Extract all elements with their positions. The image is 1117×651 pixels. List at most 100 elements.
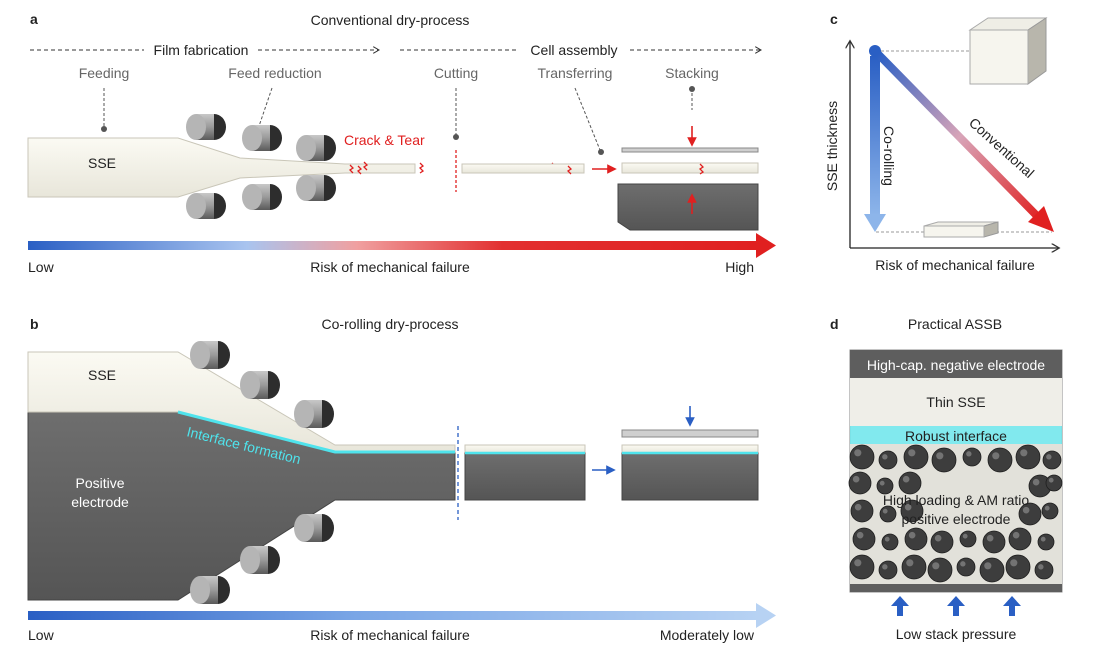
- particle-highlight: [856, 531, 864, 539]
- crack-mark: [698, 163, 705, 175]
- thin-sse-sheet: [923, 221, 999, 238]
- am-particle: [878, 560, 898, 580]
- top-plate-a: [621, 147, 759, 153]
- negative-electrode-label: High-cap. negative electrode: [867, 357, 1045, 373]
- positive-label-1: High loading & AM ratio: [883, 492, 1030, 508]
- co-rolling-arrow-head: [864, 214, 886, 232]
- panel-b-letter: b: [30, 316, 39, 332]
- crack-tear-label: Crack & Tear: [344, 132, 425, 148]
- particle-highlight: [882, 564, 888, 570]
- phase-film-fabrication: Film fabrication: [154, 42, 249, 58]
- am-particle: [979, 557, 1005, 583]
- co-rolling-arrow: [870, 56, 880, 216]
- conventional-label: Conventional: [966, 114, 1037, 181]
- roller: [190, 341, 230, 369]
- am-particle: [1037, 533, 1055, 551]
- roller: [190, 576, 230, 604]
- risk-bar-a: [28, 241, 758, 250]
- current-collector: [850, 584, 1062, 592]
- am-particle: [1008, 527, 1032, 551]
- particle-highlight: [984, 562, 992, 570]
- am-particle: [850, 499, 874, 523]
- sse-label-b: SSE: [88, 367, 116, 383]
- risk-high-a: High: [725, 259, 754, 275]
- risk-end-b: Moderately low: [660, 627, 755, 643]
- am-particle: [1045, 474, 1063, 492]
- am-particle: [849, 554, 875, 580]
- am-particles: [848, 444, 1063, 583]
- particle-highlight: [854, 503, 862, 511]
- crack-mark: [566, 165, 573, 175]
- am-particle: [1034, 560, 1054, 580]
- crack-mark: [348, 164, 355, 174]
- am-particle: [903, 444, 929, 470]
- am-particle: [852, 527, 876, 551]
- particle-highlight: [1010, 559, 1018, 567]
- pressure-arrow: [1003, 596, 1021, 616]
- particle-highlight: [908, 449, 916, 457]
- particle-highlight: [884, 536, 890, 542]
- am-particle: [987, 447, 1013, 473]
- y-axis-label: SSE thickness: [824, 101, 840, 191]
- panel-d-letter: d: [830, 316, 839, 332]
- am-particle: [1042, 450, 1062, 470]
- risk-axis-a: Risk of mechanical failure: [310, 259, 470, 275]
- conventional-arrow-head: [1028, 206, 1054, 232]
- particle-highlight: [936, 452, 944, 460]
- particle-highlight: [962, 533, 968, 539]
- phase-cell-assembly: Cell assembly: [530, 42, 617, 58]
- positive-label-2: positive electrode: [902, 511, 1011, 527]
- cutting-dot: [453, 134, 459, 140]
- roller: [186, 193, 226, 219]
- pressure-arrow: [891, 596, 909, 616]
- particle-highlight: [1038, 564, 1044, 570]
- am-particle: [848, 471, 872, 495]
- pressure-arrow: [947, 596, 965, 616]
- am-particle: [898, 471, 922, 495]
- particle-highlight: [902, 475, 910, 483]
- roller: [242, 184, 282, 210]
- roller: [186, 114, 226, 140]
- rollers-bottom-a: [186, 175, 336, 219]
- conventional-arrow: [875, 51, 1044, 223]
- feeding-dot: [101, 126, 107, 132]
- roller: [240, 371, 280, 399]
- electrode-label-2: electrode: [71, 494, 129, 510]
- step-feeding: Feeding: [79, 65, 130, 81]
- panel-d: d Practical ASSB High-cap. negative elec…: [830, 316, 1063, 642]
- risk-axis-b: Risk of mechanical failure: [310, 627, 470, 643]
- particle-highlight: [960, 561, 966, 567]
- risk-low-b: Low: [28, 627, 55, 643]
- stacking-dot: [689, 86, 695, 92]
- thick-sse-cube: [968, 17, 1048, 85]
- particle-highlight: [854, 449, 862, 457]
- cut-sse-piece: [461, 163, 585, 174]
- am-particle: [878, 450, 898, 470]
- panel-b-title: Co-rolling dry-process: [322, 316, 459, 332]
- am-particle: [930, 530, 954, 554]
- panel-a-letter: a: [30, 11, 38, 27]
- risk-bar-a-head: [756, 233, 776, 258]
- am-particle: [879, 505, 897, 523]
- crack-mark: [418, 162, 425, 174]
- roller: [296, 135, 336, 161]
- particle-highlight: [932, 562, 940, 570]
- risk-bar-b-head: [756, 603, 776, 628]
- roller: [294, 514, 334, 542]
- thin-sse-layer: [850, 378, 1062, 426]
- particle-highlight: [1044, 505, 1050, 511]
- panel-c-letter: c: [830, 11, 838, 27]
- robust-interface-label: Robust interface: [905, 428, 1007, 444]
- x-axis-label: Risk of mechanical failure: [875, 257, 1035, 273]
- particle-highlight: [852, 475, 860, 483]
- particle-highlight: [1046, 454, 1052, 460]
- stack-sse-film: [621, 162, 759, 174]
- rollers-top-b: [190, 341, 334, 428]
- robust-interface-layer: [850, 426, 1062, 444]
- reduction-leader: [256, 87, 273, 133]
- particle-highlight: [1040, 536, 1046, 542]
- thin-sse-label: Thin SSE: [926, 394, 985, 410]
- transferring-leader: [574, 87, 601, 151]
- sse-label-a: SSE: [88, 155, 116, 171]
- roller: [242, 125, 282, 151]
